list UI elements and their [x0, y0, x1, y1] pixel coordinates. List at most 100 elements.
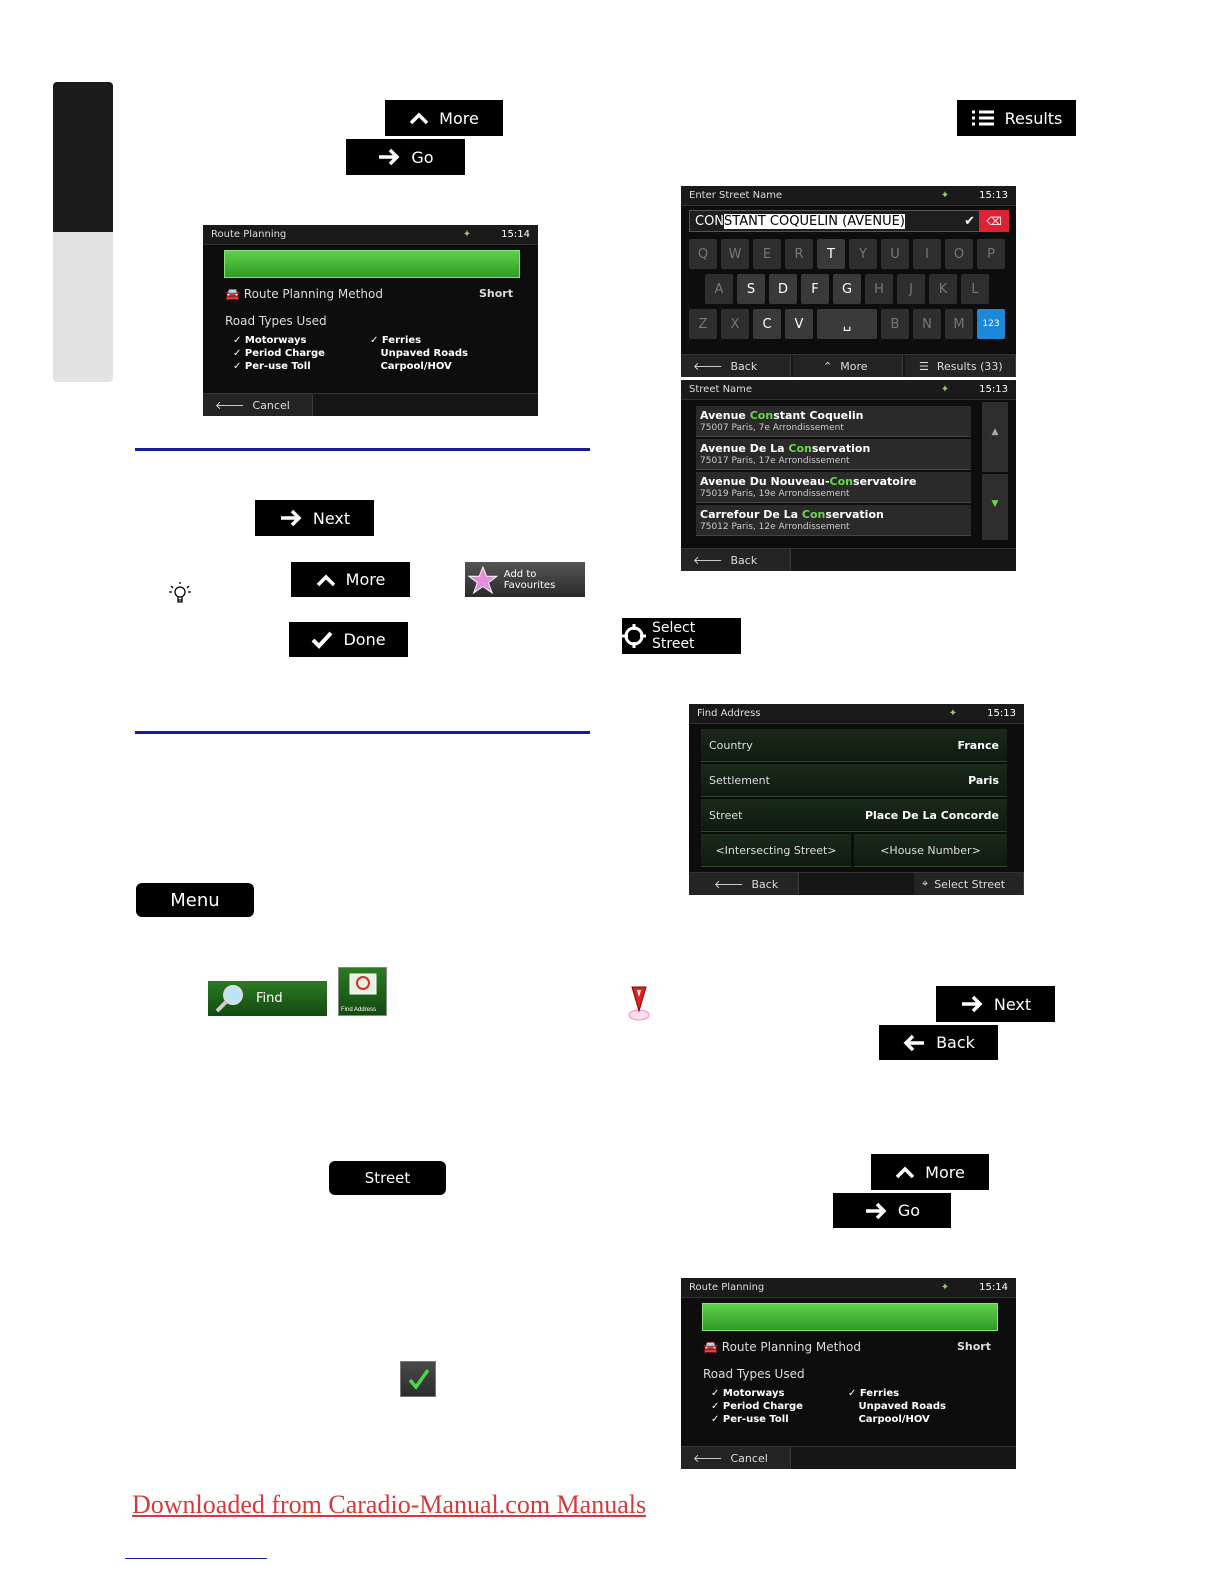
- street-district: 75017 Paris, 17e Arrondissement: [700, 456, 850, 466]
- back-button-large[interactable]: Back: [879, 1025, 998, 1060]
- chevron-up-icon: [895, 1166, 915, 1179]
- key-s[interactable]: S: [737, 274, 765, 304]
- key-m[interactable]: M: [945, 309, 973, 339]
- green-check-icon: [408, 1368, 430, 1390]
- menu-button[interactable]: Menu: [136, 883, 254, 917]
- intersecting-street-button[interactable]: <Intersecting Street>: [701, 834, 851, 867]
- key-x[interactable]: X: [721, 309, 749, 339]
- crosshair-icon: ⌖: [922, 877, 929, 890]
- key-z[interactable]: Z: [689, 309, 717, 339]
- results-label: Results (33): [936, 359, 1003, 373]
- cancel-button[interactable]: 🡐 Cancel: [681, 1447, 791, 1469]
- key-g[interactable]: G: [833, 274, 861, 304]
- key-h[interactable]: H: [865, 274, 893, 304]
- street-district: 75019 Paris, 19e Arrondissement: [700, 489, 850, 499]
- select-street-button[interactable]: Select Street: [622, 618, 741, 654]
- satellite-icon: ✦: [940, 384, 950, 395]
- street-label: Street: [709, 808, 743, 822]
- done-button[interactable]: Done: [289, 622, 408, 657]
- key-o[interactable]: O: [945, 239, 973, 269]
- more-button-kb[interactable]: ⌃More: [793, 355, 903, 377]
- find-address-button[interactable]: Find Address: [338, 967, 387, 1016]
- route-progress-bar: [702, 1303, 998, 1331]
- next-button[interactable]: Next: [255, 500, 374, 536]
- cancel-button[interactable]: 🡐 Cancel: [203, 394, 313, 416]
- address-map-icon: [349, 973, 377, 995]
- key-j[interactable]: J: [897, 274, 925, 304]
- back-button[interactable]: 🡐Back: [681, 549, 791, 571]
- more-button-3[interactable]: More: [871, 1154, 989, 1190]
- go-button-2[interactable]: Go: [833, 1193, 951, 1228]
- key-f[interactable]: F: [801, 274, 829, 304]
- house-number-button[interactable]: <House Number>: [854, 834, 1007, 867]
- street-row[interactable]: Street Place De La Concorde: [701, 799, 1007, 832]
- accept-button[interactable]: [400, 1361, 436, 1397]
- key-v[interactable]: V: [785, 309, 813, 339]
- next-button-2[interactable]: Next: [936, 986, 1055, 1022]
- screen-title: Enter Street Name: [689, 190, 783, 201]
- key-d[interactable]: D: [769, 274, 797, 304]
- add-to-favourites-button[interactable]: Add to Favourites: [465, 562, 585, 597]
- route-planning-screenshot: Route Planning ✦ 15:14 🚘 Route Planning …: [203, 225, 538, 416]
- back-button[interactable]: 🡐Back: [689, 873, 799, 895]
- street-button[interactable]: Street: [329, 1161, 446, 1195]
- select-street-button-small[interactable]: ⌖Select Street: [914, 873, 1024, 895]
- select-street-label: Select Street: [652, 620, 696, 652]
- key-u[interactable]: U: [881, 239, 909, 269]
- key-i[interactable]: I: [913, 239, 941, 269]
- next-label: Next: [312, 508, 351, 528]
- back-label: Back: [936, 1033, 975, 1052]
- back-button[interactable]: 🡐Back: [681, 355, 791, 377]
- find-label: Find: [256, 991, 283, 1006]
- key-t[interactable]: T: [817, 239, 845, 269]
- arrow-left-icon: 🡐: [693, 1452, 723, 1465]
- key-p[interactable]: P: [977, 239, 1005, 269]
- route-method-row[interactable]: 🚘 Route Planning Method Short: [225, 287, 515, 301]
- scroll-down-button[interactable]: ▼: [982, 474, 1008, 540]
- key-e[interactable]: E: [753, 239, 781, 269]
- results-button[interactable]: Results: [957, 100, 1076, 136]
- checkmark-icon[interactable]: ✔: [964, 213, 975, 229]
- find-button[interactable]: Find: [208, 981, 327, 1016]
- key-n[interactable]: N: [913, 309, 941, 339]
- checkmark-icon: [312, 631, 333, 649]
- street-value: Place De La Concorde: [864, 808, 999, 822]
- key-a[interactable]: A: [705, 274, 733, 304]
- screen-title: Street Name: [689, 384, 753, 395]
- results-button-kb[interactable]: ☰ Results (33): [905, 355, 1016, 377]
- street-label: Street: [364, 1169, 411, 1187]
- key-123[interactable]: 123: [977, 309, 1005, 339]
- cancel-label: Cancel: [730, 1451, 768, 1465]
- more-button-2[interactable]: More: [291, 562, 410, 597]
- key-space[interactable]: ␣: [817, 309, 877, 339]
- download-source-link[interactable]: Downloaded from Caradio-Manual.com Manua…: [132, 1490, 647, 1519]
- list-icon: ☰: [919, 359, 929, 373]
- key-k[interactable]: K: [929, 274, 957, 304]
- key-c[interactable]: C: [753, 309, 781, 339]
- route-method-row[interactable]: 🚘 Route Planning Method Short: [703, 1340, 993, 1354]
- back-label: Back: [730, 553, 758, 567]
- next-label: Next: [993, 994, 1032, 1014]
- key-l[interactable]: L: [961, 274, 989, 304]
- go-button[interactable]: Go: [346, 139, 465, 175]
- more-button[interactable]: More: [385, 100, 503, 136]
- scroll-up-button[interactable]: ▲: [982, 402, 1008, 472]
- key-q[interactable]: Q: [689, 239, 717, 269]
- key-y[interactable]: Y: [849, 239, 877, 269]
- screen-title: Find Address: [697, 708, 761, 719]
- go-label: Go: [897, 1201, 921, 1220]
- chevron-up-icon: ⌃: [823, 359, 833, 373]
- key-r[interactable]: R: [785, 239, 813, 269]
- key-w[interactable]: W: [721, 239, 749, 269]
- backspace-icon[interactable]: ⌫: [979, 210, 1009, 232]
- street-list-screenshot: Street Name ✦ 15:13 Avenue Constant Coqu…: [681, 380, 1016, 571]
- key-b[interactable]: B: [881, 309, 909, 339]
